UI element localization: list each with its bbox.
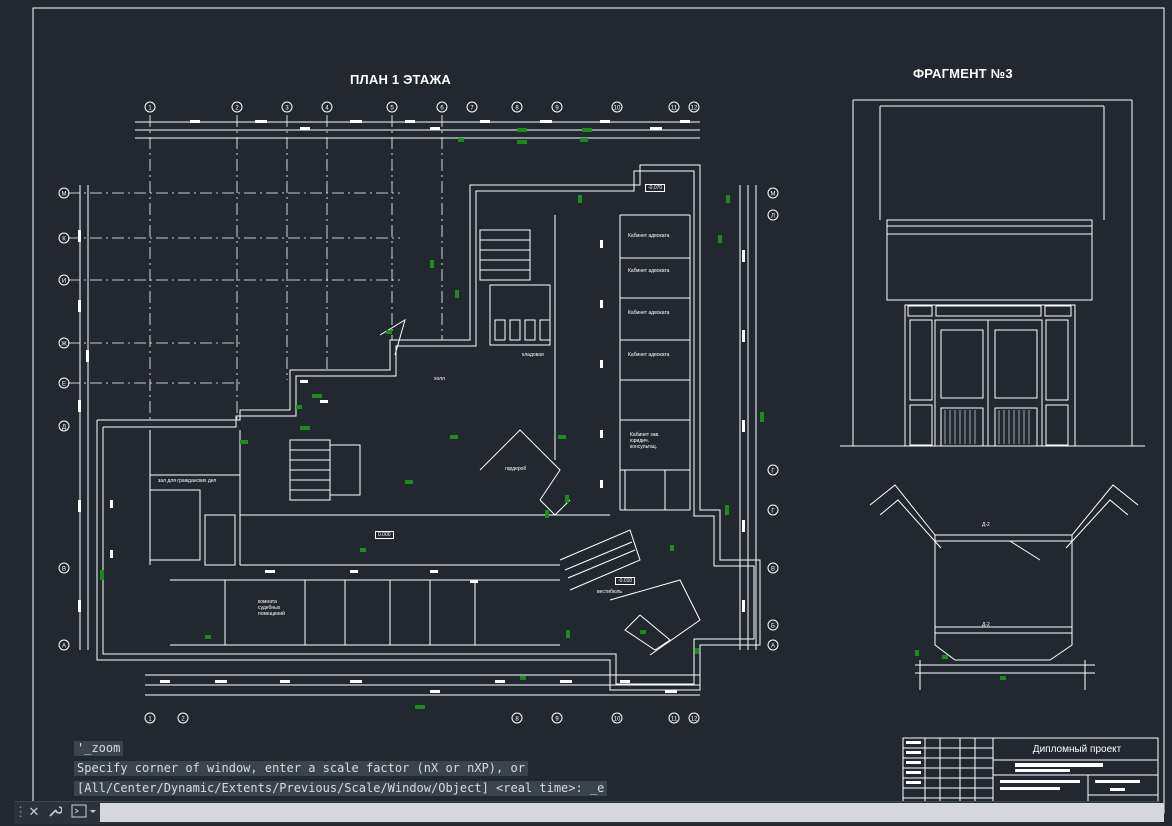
level-mark-1: -0.070 <box>645 184 666 192</box>
axis-label-bottom: 11 <box>671 717 678 723</box>
dimension-labels <box>78 120 745 693</box>
axis-label-right: Г <box>771 509 775 515</box>
axis-label-top: 10 <box>614 106 621 112</box>
axis-label-left: Е <box>62 382 66 388</box>
axis-label-right: Л <box>771 214 775 220</box>
axis-label-bottom: 1 <box>148 717 152 723</box>
axis-label-right: Г <box>771 469 775 475</box>
command-input[interactable] <box>100 803 1164 822</box>
level-mark-0: 0.000 <box>375 531 394 539</box>
axis-label-left: В <box>62 567 66 573</box>
axis-label-left: А <box>62 644 66 650</box>
command-prompt-icon[interactable] <box>70 802 98 821</box>
plan-title: ПЛАН 1 ЭТАЖА <box>350 72 451 87</box>
grip-handle-icon[interactable]: ⋮ <box>14 804 27 819</box>
title-block <box>902 737 1159 812</box>
command-history-line-2: Specify corner of window, enter a scale … <box>74 761 528 776</box>
axis-label-top: 1 <box>148 106 152 112</box>
fragment-elevation <box>840 99 1145 447</box>
axis-label-right: А <box>771 644 775 650</box>
axis-label-bottom: 9 <box>555 717 559 723</box>
title-block-project-name: Дипломный проект <box>1032 744 1122 755</box>
room-label-wardrobe: гардероб <box>505 466 527 472</box>
fragment-title: ФРАГМЕНТ №3 <box>913 66 1013 81</box>
axis-label-right: В <box>771 567 775 573</box>
room-label-hall-civil: зал для гражданских дел <box>158 478 217 484</box>
fragment-plan <box>869 484 1139 690</box>
axis-label-right: М <box>771 192 776 198</box>
axis-markers <box>58 101 779 724</box>
axis-label-top: 3 <box>285 106 289 112</box>
room-label-cabinet-3: Кабинет адвоката <box>628 310 670 316</box>
level-mark-2: -0.010 <box>615 577 636 585</box>
green-tags <box>100 128 764 709</box>
room-label-cabinet-4: Кабинет адвоката <box>628 352 670 358</box>
room-label-cabinet-1: Кабинет адвоката <box>628 233 670 239</box>
axis-label-top: 9 <box>555 106 559 112</box>
axis-label-top: 12 <box>691 106 698 112</box>
drawing-frame <box>32 7 1165 814</box>
room-label-hall: холл <box>434 376 445 382</box>
fragment-label-d2-bottom: Д-2 <box>982 622 990 628</box>
axis-label-bottom: 10 <box>614 717 621 723</box>
room-label-cabinet-2: Кабинет адвоката <box>628 268 670 274</box>
axis-label-bottom: 8 <box>515 717 519 723</box>
close-icon[interactable]: ✕ <box>28 804 40 819</box>
axis-label-top: 4 <box>325 106 329 112</box>
axis-label-top: 5 <box>390 106 394 112</box>
axis-label-top: 2 <box>235 106 239 112</box>
axis-label-top: 11 <box>671 106 678 112</box>
axis-label-right: Б <box>771 624 775 630</box>
command-history-line-1: '_zoom <box>74 741 124 756</box>
axis-label-top: 6 <box>440 106 444 112</box>
room-label-cabinet-5: Кабинет зав. юридич. консультац. <box>630 432 660 450</box>
command-history-line-3: [All/Center/Dynamic/Extents/Previous/Sca… <box>74 781 608 796</box>
axis-label-bottom: 12 <box>691 717 698 723</box>
door-grilles <box>944 410 1030 444</box>
axis-label-top: 8 <box>515 106 519 112</box>
fragment-green-tags <box>915 650 1006 680</box>
axis-label-left: Д <box>62 425 66 431</box>
room-label-vestibule: вестибюль <box>597 589 622 595</box>
axis-label-top: 7 <box>470 106 474 112</box>
axis-label-bottom: 2 <box>181 717 185 723</box>
fragment-label-d2-top: Д-2 <box>982 522 990 528</box>
axis-label-left: К <box>62 237 66 243</box>
axis-label-left: Ж <box>61 342 67 348</box>
room-label-storage: кладовая <box>522 352 544 358</box>
axis-label-left: И <box>62 279 66 285</box>
customize-wrench-icon[interactable] <box>46 802 64 821</box>
floor-plan <box>68 115 761 696</box>
axis-label-left: М <box>62 192 67 198</box>
room-label-court-rooms: комната судебных помещений <box>258 599 285 617</box>
